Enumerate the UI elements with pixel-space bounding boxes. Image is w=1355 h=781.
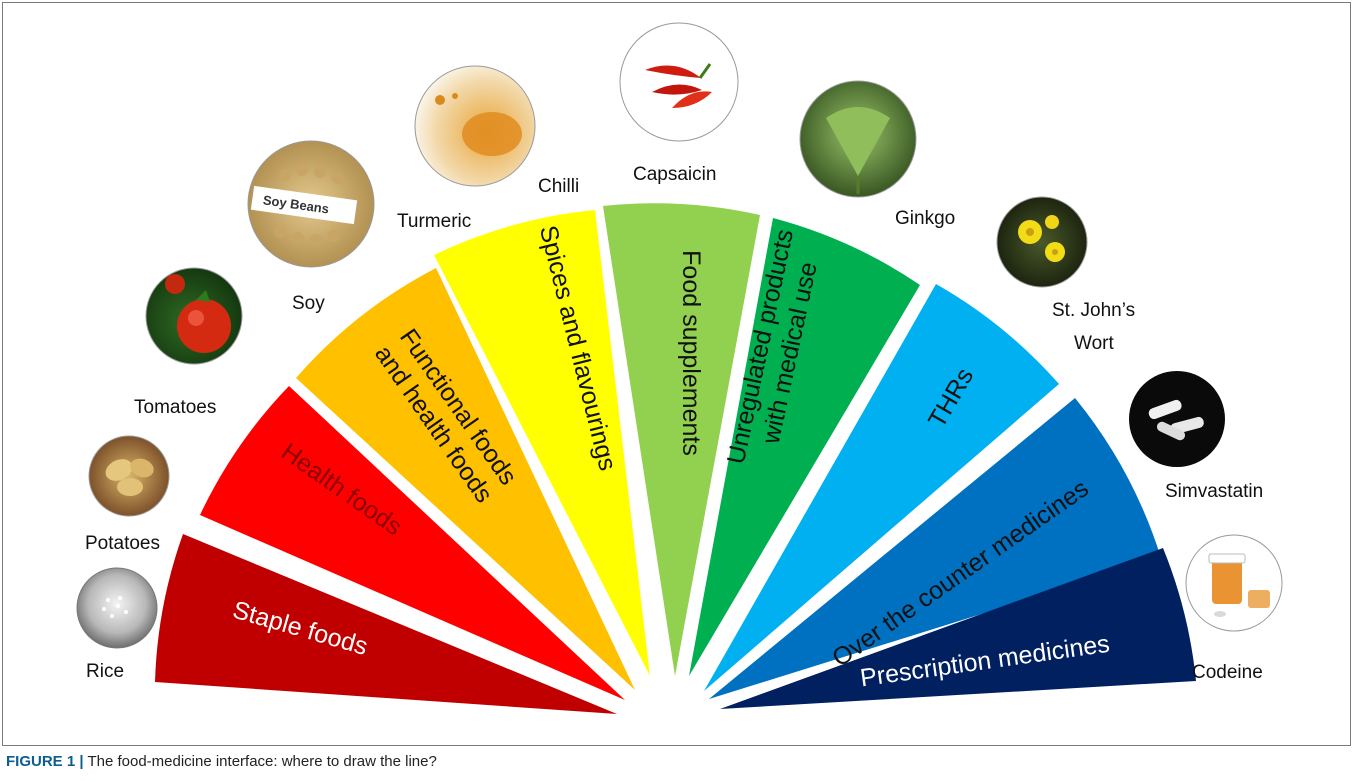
- rice-photo-icon: [77, 568, 157, 648]
- example-label-simvastatin: Simvastatin: [1165, 481, 1263, 502]
- figure-caption: FIGURE 1 | The food-medicine interface: …: [6, 753, 437, 770]
- turmeric-photo-icon: [415, 66, 535, 186]
- example-label-turmeric: Turmeric: [397, 211, 471, 232]
- example-label-codeine: Codeine: [1192, 662, 1263, 683]
- example-label-wort: Wort: [1074, 333, 1114, 354]
- example-label-ginkgo: Ginkgo: [895, 208, 955, 229]
- label-food-supplements: Food supplements: [677, 250, 705, 456]
- figure-caption-text: The food-medicine interface: where to dr…: [87, 753, 436, 770]
- example-label-potatoes: Potatoes: [85, 533, 160, 554]
- figure-caption-lead: FIGURE 1 |: [6, 753, 84, 770]
- ginkgo-leaf-photo-icon: [800, 81, 916, 197]
- example-label-st-johns: St. John’s: [1052, 300, 1135, 321]
- potatoes-photo-icon: [89, 436, 169, 516]
- example-label-capsaicin: Capsaicin: [633, 164, 716, 185]
- example-label-tomatoes: Tomatoes: [134, 397, 216, 418]
- tablets-photo-icon: [1129, 371, 1225, 467]
- chilli-peppers-photo-icon: [620, 23, 738, 141]
- tomato-photo-icon: [146, 268, 242, 364]
- example-label-rice: Rice: [86, 661, 124, 682]
- soy-beans-photo-icon: Soy Beans: [248, 141, 374, 267]
- pill-bottle-photo-icon: [1186, 535, 1282, 631]
- st-johns-wort-flower-photo-icon: [997, 197, 1087, 287]
- example-label-chilli: Chilli: [538, 176, 579, 197]
- example-label-soy: Soy: [292, 293, 325, 314]
